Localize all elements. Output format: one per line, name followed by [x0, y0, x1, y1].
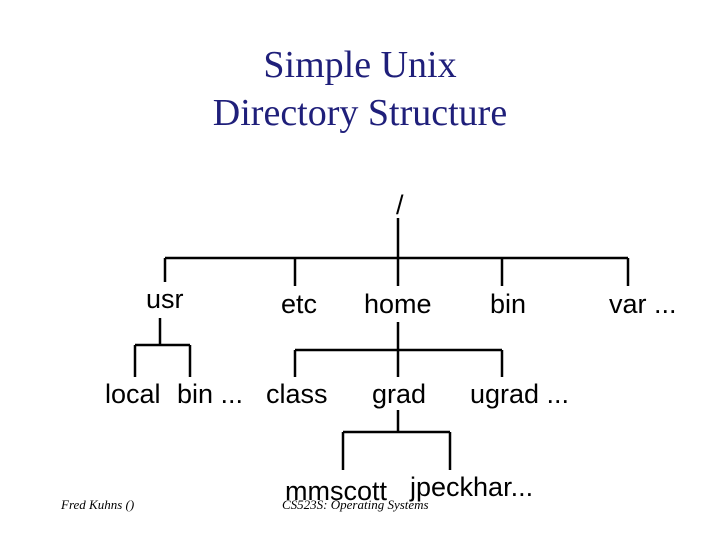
- footer-course: CS523S: Operating Systems: [282, 497, 429, 512]
- grad-dir-label: grad: [372, 379, 427, 409]
- local-dir-label: local: [105, 379, 161, 409]
- etc-dir-label: etc: [281, 289, 318, 319]
- slide-title-line1: Simple Unix: [263, 44, 457, 86]
- usr-dir-label: usr: [146, 284, 184, 314]
- bin-dir-label: bin: [490, 289, 527, 319]
- home-dir-label: home: [364, 289, 432, 319]
- root-dir-label: /: [396, 190, 404, 220]
- usr-bin-dir-label: bin ...: [177, 379, 244, 409]
- footer-author: Fred Kuhns (): [61, 497, 135, 512]
- mmscott-dir-label: mmscott: [285, 476, 388, 506]
- jpeckhar-dir-label: jpeckhar...: [410, 472, 534, 502]
- slide-title-line2: Directory Structure: [212, 92, 508, 134]
- class-dir-label: class: [266, 379, 328, 409]
- var-dir-label: var ...: [609, 289, 677, 319]
- ugrad-dir-label: ugrad ...: [470, 379, 570, 409]
